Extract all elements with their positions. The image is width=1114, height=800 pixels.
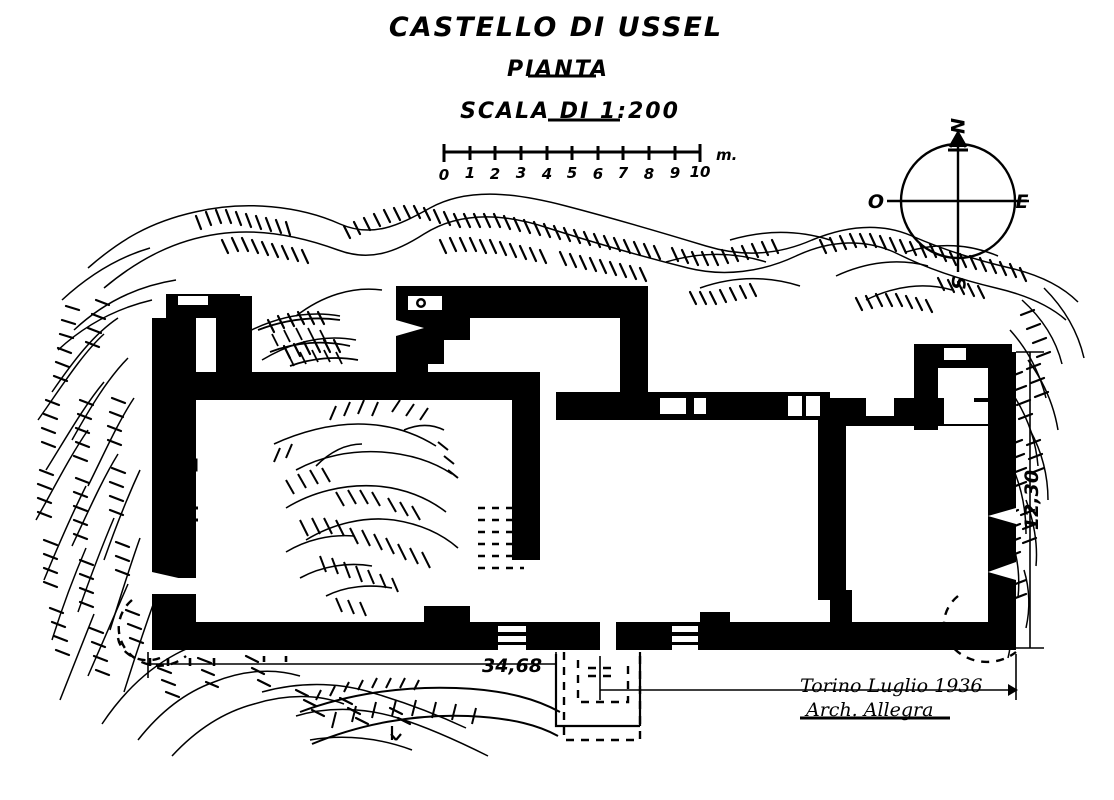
scale-tick-7: 7: [618, 164, 629, 182]
page-title: CASTELLO DI USSEL: [389, 12, 723, 43]
castle-walls: [152, 286, 1016, 650]
signature-author: Arch. Allegra: [804, 699, 933, 721]
scale-tick-0: 0: [439, 166, 449, 184]
plan-subtitle: PIANTA: [507, 57, 609, 82]
access-path: [299, 677, 561, 745]
compass-west-label: O: [868, 191, 884, 213]
scale-tick-3: 3: [516, 164, 526, 182]
dimension-horizontal: 34,68: [482, 655, 542, 677]
compass-rose: [887, 129, 1029, 272]
stairs-dashed: [478, 410, 526, 570]
wall-openings: [498, 396, 988, 650]
compass-north-label: N: [946, 118, 968, 134]
compass-south-label: S: [947, 276, 969, 290]
scale-tick-8: 8: [644, 165, 654, 183]
embrasures: [152, 320, 1016, 586]
scale-tick-4: 4: [541, 165, 552, 183]
wall-niches: [184, 458, 198, 522]
south-wall-ticks: [148, 656, 288, 666]
dimension-vertical: 12,30: [1021, 470, 1043, 530]
compass-east-label: E: [1016, 191, 1029, 213]
access-ramp-dashed: [562, 652, 642, 742]
scale-bar: [442, 144, 702, 162]
signature-date: Torino Luglio 1936: [800, 675, 983, 697]
scale-note: SCALA DI 1:200: [460, 99, 680, 124]
scale-tick-6: 6: [593, 165, 603, 183]
rubble-debris: [273, 399, 459, 617]
title-underlines: [528, 74, 950, 720]
scale-tick-1: 1: [465, 164, 475, 182]
scale-tick-10: 10: [690, 163, 711, 181]
dimension-lines: [147, 351, 1044, 700]
scale-tick-9: 9: [670, 164, 680, 182]
scale-unit-label: m.: [716, 146, 737, 164]
rubble-debris-upper: [257, 317, 359, 367]
scale-tick-2: 2: [490, 165, 500, 183]
scale-tick-5: 5: [567, 164, 577, 182]
